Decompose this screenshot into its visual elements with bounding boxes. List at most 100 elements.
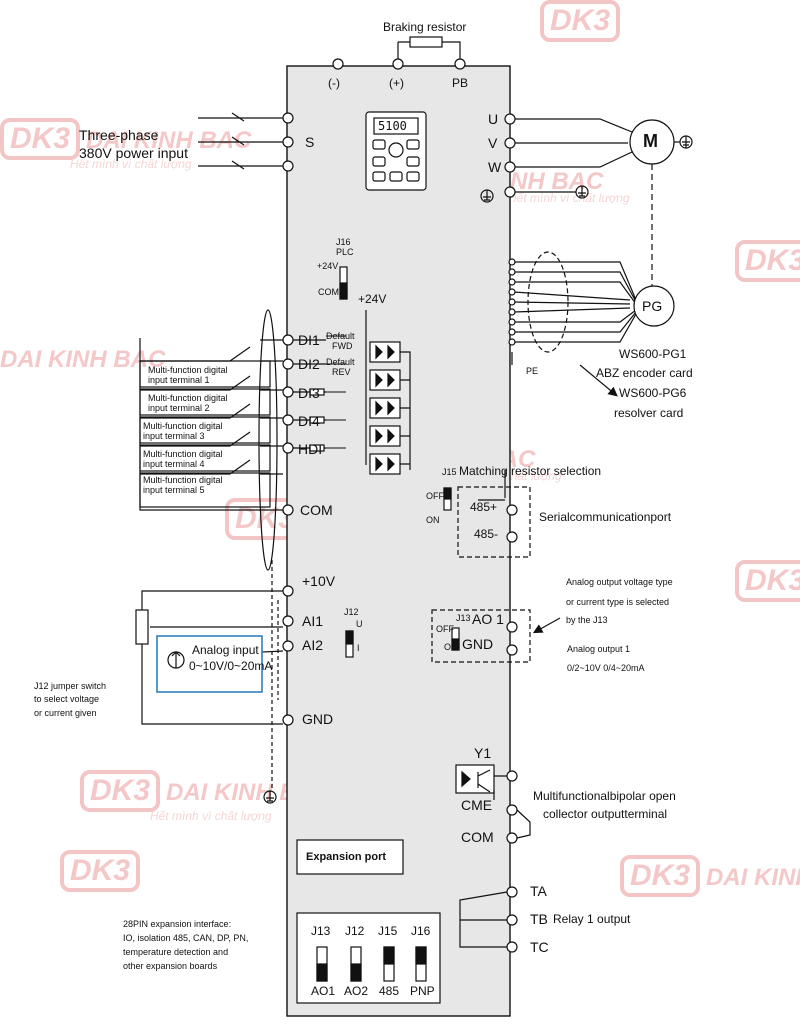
di-box1-line2: input terminal 1 xyxy=(148,375,210,385)
ao-note-line3: by the J13 xyxy=(566,615,608,625)
potentiometer xyxy=(135,609,149,645)
j12-note-line1: J12 jumper switch xyxy=(34,681,107,691)
terminal-plus10v xyxy=(282,585,294,597)
terminal-minus xyxy=(332,58,344,70)
di-box5-line2: input terminal 5 xyxy=(143,485,205,495)
pg-card-line3: WS600-PG6 xyxy=(619,386,687,400)
di1-default: Default xyxy=(326,331,355,341)
j13-label: J13 xyxy=(456,613,471,623)
ao1-label: AO 1 xyxy=(472,611,504,627)
switch-pnp: PNP xyxy=(410,984,435,998)
terminal-w xyxy=(504,161,516,173)
expansion-port xyxy=(296,839,404,875)
di2-default: Default xyxy=(326,357,355,367)
expansion-note-line1: 28PIN expansion interface: xyxy=(123,919,232,929)
rs485-plus-label: 485+ xyxy=(470,500,498,514)
j12-label: J12 xyxy=(344,607,359,617)
terminal-pe xyxy=(504,186,516,198)
power-label-2: 380V power input xyxy=(79,145,188,161)
j12-i: I xyxy=(357,643,360,653)
terminal-com xyxy=(282,504,294,516)
relay-desc: Relay 1 output xyxy=(553,912,631,926)
com-label: COM xyxy=(300,502,333,518)
di-box2-line1: Multi-function digital xyxy=(148,393,228,403)
j16-label: J16 xyxy=(336,237,351,247)
di-box3-line2: input terminal 3 xyxy=(143,431,205,441)
terminal-v xyxy=(504,137,516,149)
j15-text: Matching resistor selection xyxy=(459,464,602,478)
hdi-label: HDI xyxy=(298,441,323,457)
y1-com-label: COM xyxy=(461,829,494,845)
rs485-minus-label: 485- xyxy=(474,527,499,541)
di3-label: DI3 xyxy=(298,385,320,401)
switch-485: 485 xyxy=(379,984,400,998)
terminal-cme xyxy=(506,804,518,816)
switch-j15: J15 xyxy=(378,924,398,938)
tb-label: TB xyxy=(530,911,548,927)
j15-on: ON xyxy=(426,515,440,525)
j12-note-line3: or current given xyxy=(34,708,97,718)
terminal-y1 xyxy=(506,770,518,782)
j15-off: OFF xyxy=(426,491,444,501)
s-label: S xyxy=(305,134,315,150)
terminal-ta xyxy=(506,886,518,898)
j13-on: ON xyxy=(444,642,458,652)
power-label-1: Three-phase xyxy=(79,127,159,143)
j16-plc-label: PLC xyxy=(336,247,354,257)
ao-desc-line1: Analog output 1 xyxy=(567,644,631,654)
di2-rev: REV xyxy=(332,367,351,377)
terminal-ai1 xyxy=(282,615,294,627)
di-box2-line2: input terminal 2 xyxy=(148,403,210,413)
cme-label: CME xyxy=(461,797,493,813)
di4-label: DI4 xyxy=(298,413,320,429)
pe-label: PE xyxy=(526,366,539,376)
ai2-label: AI2 xyxy=(302,637,324,653)
terminal-tc xyxy=(506,941,518,953)
terminal-tb xyxy=(506,914,518,926)
switch-ao2: AO2 xyxy=(344,984,369,998)
expansion-note-line2: IO, isolation 485, CAN, DP, PN, xyxy=(123,933,249,943)
terminal-plus xyxy=(392,58,404,70)
plus24v-label: +24V xyxy=(358,292,387,306)
pg-label: PG xyxy=(642,298,663,314)
ao-note-line1: Analog output voltage type xyxy=(566,577,673,587)
di1-fwd: FWD xyxy=(332,341,353,351)
expansion-port-label: Expansion port xyxy=(306,851,387,863)
analog-input-range: 0~10V/0~20mA xyxy=(189,659,273,673)
pg-symbol xyxy=(633,285,675,327)
terminal-pb xyxy=(454,58,466,70)
y1-desc-line1: Multifunctionalbipolar open xyxy=(533,789,676,803)
di2-label: DI2 xyxy=(298,356,320,372)
ao-gnd-label: GND xyxy=(462,636,494,652)
terminal-ao-gnd xyxy=(506,644,518,656)
terminal-ao1 xyxy=(506,621,518,633)
expansion-note-line3: temperature detection and xyxy=(123,947,229,957)
terminal-s xyxy=(282,136,294,148)
j12-note-line2: to select voltage xyxy=(34,694,100,704)
y1-label: Y1 xyxy=(474,745,492,761)
ta-label: TA xyxy=(530,883,547,899)
terminal-hdi xyxy=(282,442,294,454)
terminal-485-minus xyxy=(506,531,518,543)
di-box5-line1: Multi-function digital xyxy=(143,475,223,485)
terminal-y1-com xyxy=(506,832,518,844)
keypad-display: 5100 xyxy=(378,119,407,133)
pg-card-line4: resolver card xyxy=(614,406,684,420)
j13-off: OFF xyxy=(436,624,454,634)
terminal-u xyxy=(504,113,516,125)
encoder-cable xyxy=(508,251,637,365)
pg-card-line2: ABZ encoder card xyxy=(596,366,693,380)
pg-card-line1: WS600-PG1 xyxy=(619,347,687,361)
plus-label: (+) xyxy=(389,76,404,90)
di-box3-line1: Multi-function digital xyxy=(143,421,223,431)
switch-ao1: AO1 xyxy=(311,984,336,998)
di-box1-line1: Multi-function digital xyxy=(148,365,228,375)
terminal-di3 xyxy=(282,386,294,398)
v-label: V xyxy=(488,135,498,151)
tc-label: TC xyxy=(530,939,549,955)
minus-label: (-) xyxy=(328,76,340,90)
terminal-di2 xyxy=(282,358,294,370)
di1-label: DI1 xyxy=(298,332,320,348)
